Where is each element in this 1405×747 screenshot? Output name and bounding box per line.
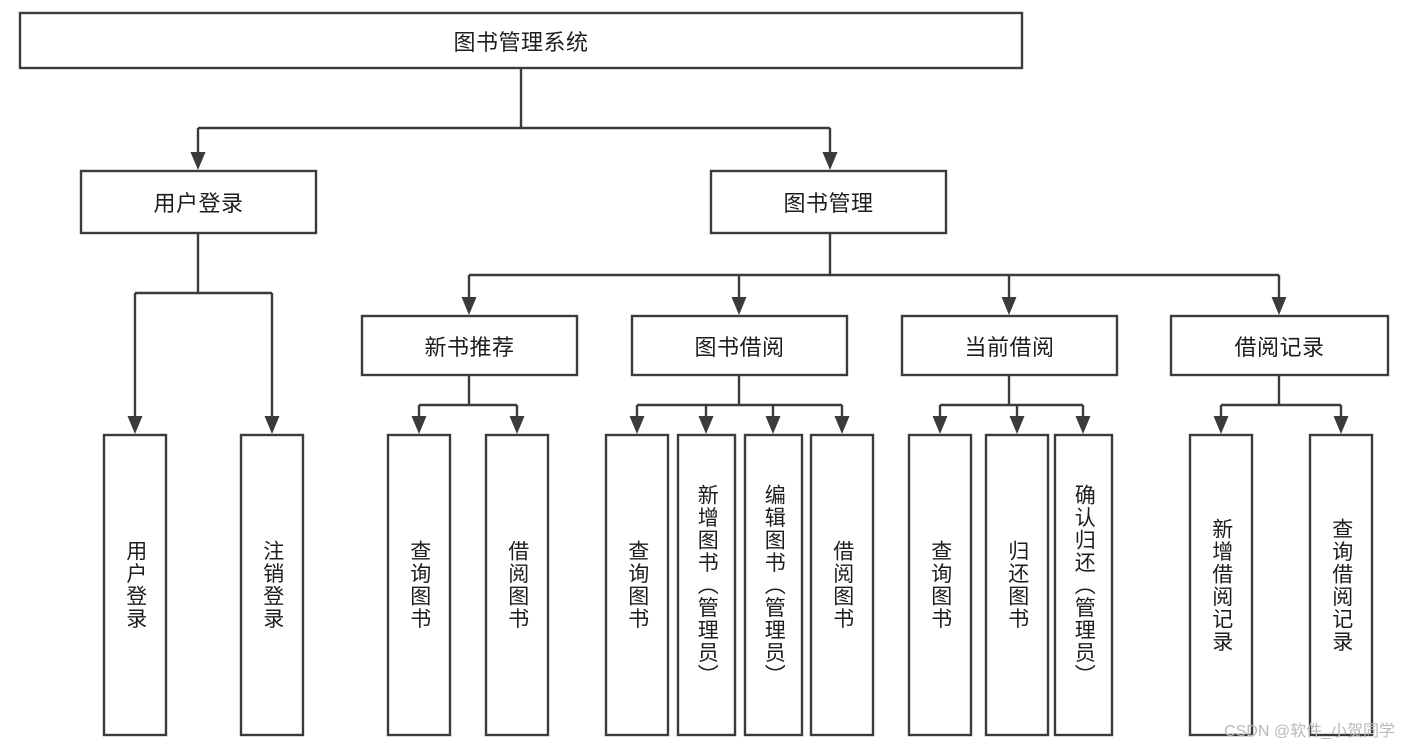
arrow-head-icon [765, 416, 781, 434]
node-box-user-login[interactable] [79, 169, 318, 235]
node-box-leaf-edit-book-admin[interactable] [743, 433, 804, 737]
connectors-layer [133, 68, 1343, 418]
arrow-head-icon [127, 416, 143, 434]
node-box-leaf-return-book[interactable] [984, 433, 1050, 737]
node-box-current-borrow[interactable] [900, 314, 1119, 377]
arrow-head-icon [1075, 416, 1091, 434]
arrow-head-icon [1213, 416, 1229, 434]
node-box-leaf-query-borrow-record[interactable] [1308, 433, 1374, 737]
csdn-watermark: CSDN @软件_小贺同学 [1224, 723, 1395, 740]
node-box-borrow-record[interactable] [1169, 314, 1390, 377]
arrow-head-icon [834, 416, 850, 434]
node-box-leaf-query-book-borrow[interactable] [604, 433, 670, 737]
arrow-head-icon [190, 152, 206, 170]
node-box-leaf-confirm-return-admin[interactable] [1053, 433, 1114, 737]
node-box-leaf-add-book-admin[interactable] [676, 433, 737, 737]
node-box-book-borrow[interactable] [630, 314, 849, 377]
arrow-head-icon [461, 297, 477, 315]
node-box-leaf-user-login[interactable] [102, 433, 168, 737]
arrow-head-icon [509, 416, 525, 434]
arrow-head-icon [731, 297, 747, 315]
node-box-leaf-logout-login[interactable] [239, 433, 305, 737]
arrow-head-icon [932, 416, 948, 434]
node-box-leaf-add-borrow-record[interactable] [1188, 433, 1254, 737]
arrow-head-icon [698, 416, 714, 434]
arrow-head-icon [629, 416, 645, 434]
arrow-head-icon [411, 416, 427, 434]
arrow-head-icon [1333, 416, 1349, 434]
node-box-book-management[interactable] [709, 169, 948, 235]
node-box-new-book-recommend[interactable] [360, 314, 579, 377]
arrow-head-icon [264, 416, 280, 434]
arrow-head-icon [1009, 416, 1025, 434]
node-box-leaf-borrow-book[interactable] [809, 433, 875, 737]
node-box-root[interactable] [18, 11, 1024, 70]
arrow-head-icon [1001, 297, 1017, 315]
node-box-leaf-borrow-book-recommend[interactable] [484, 433, 550, 737]
arrowheads-layer [127, 152, 1349, 434]
node-box-leaf-query-book-current[interactable] [907, 433, 973, 737]
arrow-head-icon [822, 152, 838, 170]
arrow-head-icon [1271, 297, 1287, 315]
node-box-leaf-query-book-recommend[interactable] [386, 433, 452, 737]
node-boxes-layer [18, 11, 1390, 737]
